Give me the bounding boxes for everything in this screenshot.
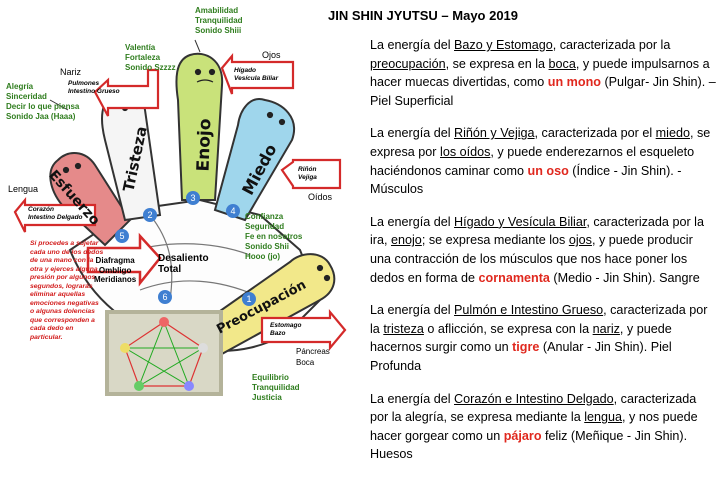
number-2: 2 (143, 208, 157, 222)
number-4: 4 (226, 204, 240, 218)
arrow-shapes (13, 52, 347, 352)
paragraph-segment: La energía del (370, 126, 455, 141)
arrow-label-higado: Hígado Vesícula Biliar (234, 67, 279, 82)
paragraph-segment: pájaro (503, 428, 542, 443)
paragraph-segment: La energía del (370, 214, 455, 229)
paragraph-segment: Pulmón e Intestino Grueso (454, 303, 604, 318)
paragraph-segment: , caracterizada por la ira, (370, 214, 704, 248)
paragraph-segment: , y puede enderezarnos el esqueleto haci… (370, 144, 695, 178)
red-note: Si procedes a sujetar cada uno de los de… (30, 240, 104, 341)
paragraph-segment: tristeza (383, 321, 424, 336)
arrow-pulmones (93, 68, 160, 117)
label-ojos: Ojos (262, 50, 281, 60)
paragraph-segment: La energía del (370, 303, 455, 318)
paragraph-segment: , se expresa en la (445, 56, 549, 71)
element-cycle-photo (105, 310, 223, 396)
arrow-corazon (13, 196, 97, 233)
paragraph-3: La energía del Hígado y Vesícula Biliar,… (370, 213, 716, 287)
paragraph-segment: La energía del (370, 391, 455, 406)
paragraph-segment: los oídos (440, 144, 491, 159)
arrow-higado (220, 52, 295, 95)
center-label: Diafragma Ombligo Meridianos (94, 256, 137, 284)
label-amabilidad: Amabilidad Tranquilidad Sonido Shiii (195, 6, 243, 35)
paragraph-segment: , y puede producir una contracción de lo… (370, 233, 693, 285)
paragraph-segment: boca (548, 56, 576, 71)
arrow-label-corazon: Corazón Intestino Delgado (28, 206, 83, 221)
paragraph-segment: , caracterizada por la (370, 303, 708, 336)
label-lengua: Lengua (8, 184, 39, 194)
paragraph-segment: (Índice - Jin Shin). - Músculos (370, 163, 682, 197)
paragraph-segment: nariz (592, 321, 620, 336)
paragraph-segment: , caracterizada por la (552, 38, 671, 52)
paragraph-1: La energía del Bazo y Estomago, caracter… (370, 36, 716, 110)
paragraph-segment: o aflicción, se expresa con la (423, 321, 593, 336)
paragraph-segment: , y puede hacernos surgir como un (370, 321, 672, 355)
number-6: 6 (158, 290, 172, 304)
number-3: 3 (186, 191, 200, 205)
paragraph-segment: Corazón e Intestino Delgado (454, 391, 614, 406)
paragraph-segment: cornamenta (478, 270, 550, 285)
paragraph-segment: miedo (655, 126, 690, 141)
paragraph-5: La energía del Corazón e Intestino Delga… (370, 390, 716, 464)
number-1: 1 (242, 292, 256, 306)
paragraph-segment: ojos (568, 233, 592, 248)
paragraph-segment: (Anular - Jin Shin). Piel Profunda (370, 340, 672, 373)
label-nariz: Nariz (60, 67, 82, 77)
paragraph-segment: un mono (547, 75, 601, 90)
paragraph-segment: , caracterizada por el (534, 126, 656, 141)
paragraph-segment: La energía del (370, 38, 455, 52)
text-panel: La energía del Bazo y Estomago, caracter… (370, 36, 716, 478)
paragraph-2: La energía del Riñón y Vejiga, caracteri… (370, 124, 716, 198)
paragraph-segment: Hígado y Vesícula Biliar (454, 214, 587, 229)
label-equilibrio: Equilibrio Tranquilidad Justicia (252, 373, 300, 402)
paragraph-segment: ; se expresa mediante los (421, 233, 569, 248)
label-oidos: Oídos (308, 192, 333, 202)
paragraph-segment: lengua (584, 410, 623, 425)
paragraph-segment: , y puede impulsarnos a hacer muecas div… (370, 56, 710, 90)
paragraph-4: La energía del Pulmón e Intestino Grueso… (370, 301, 716, 375)
paragraph-segment: enojo (391, 233, 422, 248)
arrow-diafragma (86, 232, 162, 287)
arrow-label-estomago: Estomago Bazo (270, 322, 302, 337)
paragraph-segment: preocupación (370, 56, 446, 71)
page-title: JIN SHIN JYUTSU – Mayo 2019 (328, 8, 519, 23)
arrow-estomago (260, 308, 347, 352)
index-finger-shape (213, 98, 295, 222)
hand-illustration: Amabilidad Tranquilidad Sonido Shiii Val… (0, 0, 370, 405)
paragraph-segment: tigre (512, 340, 540, 355)
arrow-rinon (280, 158, 342, 190)
label-alegria: Alegría Sinceridad Decir lo que piensa S… (6, 82, 80, 121)
desaliento-label: Desaliento Total (158, 253, 209, 275)
paragraph-segment: (Pulgar- Jin Shin). – Piel Superficial (370, 75, 716, 108)
paragraph-segment: , se expresa por (370, 126, 711, 159)
number-5: 5 (115, 229, 129, 243)
connector-line (49, 99, 69, 111)
hand-drawing (13, 39, 347, 357)
paragraph-segment: Bazo y Estomago (454, 38, 553, 52)
connector-line (194, 39, 201, 53)
arrow-label-rinon: Riñón Vejiga (298, 166, 317, 181)
paragraph-segment: un oso (527, 163, 569, 178)
label-confianza: Confianza Seguridad Fe en nosotros Sonid… (245, 212, 303, 261)
label-pancreas: Páncreas Boca (296, 347, 330, 367)
finger-label-enojo: Enojo (193, 118, 216, 172)
paragraph-segment: (Medio - Jin Shin). Sangre (549, 270, 700, 285)
arrow-label-pulmones: Pulmones Intestino Grueso (68, 80, 120, 95)
paragraph-segment: Riñón y Vejiga (454, 126, 535, 141)
label-valentia: Valentía Fortaleza Sonido Szzzz (125, 43, 176, 72)
